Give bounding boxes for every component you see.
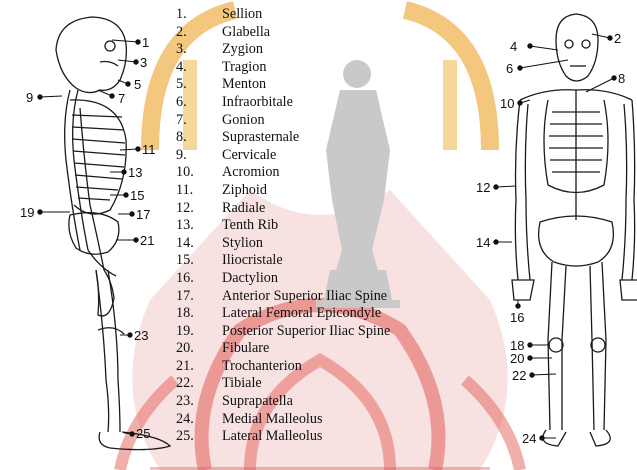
front-label-10: 10 [500, 96, 514, 111]
front-label-2: 2 [614, 31, 621, 46]
front-label-8: 8 [618, 71, 625, 86]
front-label-24: 24 [522, 431, 536, 446]
front-label-20: 20 [510, 351, 524, 366]
front-label-14: 14 [476, 235, 490, 250]
front-label-16: 16 [510, 310, 524, 325]
front-label-6: 6 [506, 61, 513, 76]
front-label-22: 22 [512, 368, 526, 383]
front-label-4: 4 [510, 39, 517, 54]
front-label-12: 12 [476, 180, 490, 195]
